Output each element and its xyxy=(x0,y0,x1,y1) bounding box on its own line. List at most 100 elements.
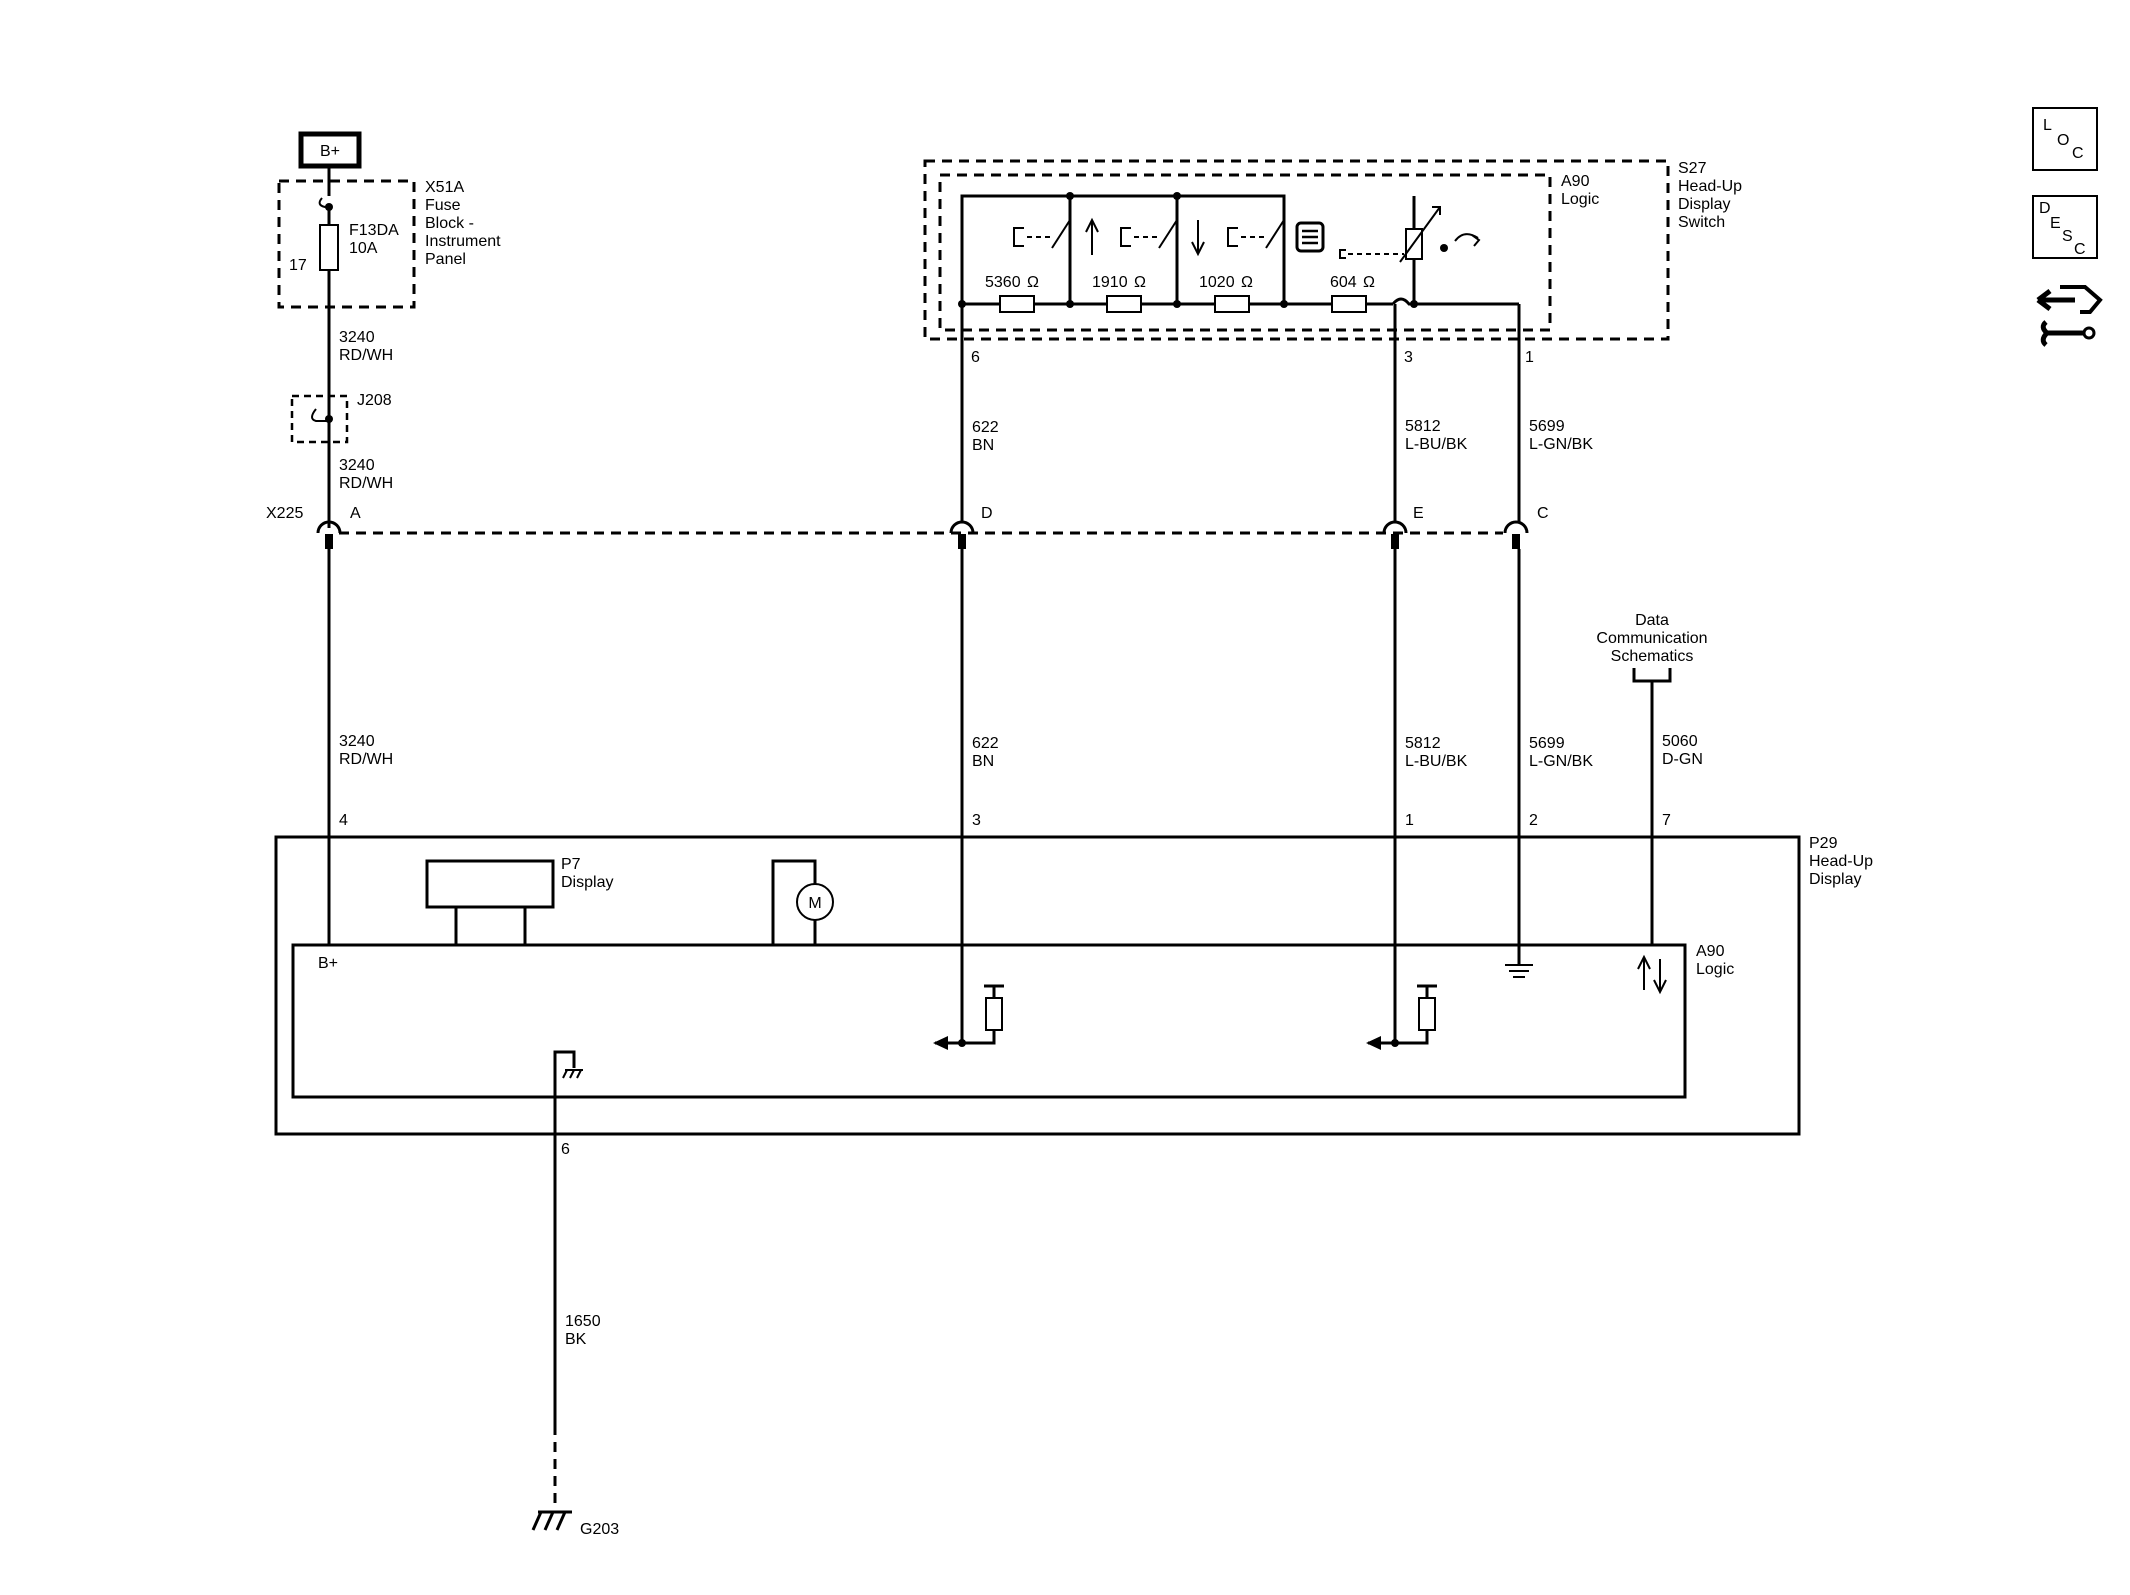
desc-letter-s: S xyxy=(2062,228,2073,245)
splice-id: J208 xyxy=(357,392,392,409)
fuse-block-name-3: Block - xyxy=(425,215,474,232)
switch-name-3: Display xyxy=(1678,196,1730,213)
hud-pin-2: 2 xyxy=(1529,812,1538,829)
wire-5812-color-2: L-BU/BK xyxy=(1405,753,1468,770)
splice-j208: J208 xyxy=(290,392,392,444)
hud-pin-4: 4 xyxy=(339,812,348,829)
pull-up-622 xyxy=(933,984,1004,1050)
switch-name-1: S27 xyxy=(1678,160,1707,177)
switch-pin-1: 1 xyxy=(1525,349,1534,366)
desc-letter-d: D xyxy=(2039,200,2051,217)
loc-button[interactable]: L O C xyxy=(2032,107,2098,171)
arrow-up-icon xyxy=(1085,217,1099,255)
resistor-4 xyxy=(1331,295,1367,313)
wire-5812-color-1: L-BU/BK xyxy=(1405,436,1468,453)
switch-logic-2: Logic xyxy=(1561,191,1599,208)
wire-5699-color-1: L-GN/BK xyxy=(1529,436,1593,453)
ground-id: G203 xyxy=(580,1521,619,1538)
wire-5060-color: D-GN xyxy=(1662,751,1703,768)
hud-pin-7: 7 xyxy=(1662,812,1671,829)
wire-5812-circuit-1: 5812 xyxy=(1405,418,1441,435)
data-comm-line-2: Communication xyxy=(1596,630,1707,647)
fuse-rating: 10A xyxy=(349,240,378,257)
resistor-ohm-2: Ω xyxy=(1134,274,1146,291)
resistor-value-4: 604 xyxy=(1330,274,1357,291)
wire-3240-color-2: RD/WH xyxy=(339,475,393,492)
resistor-2 xyxy=(1106,295,1142,313)
connector-wrench-icon[interactable] xyxy=(2036,285,2103,347)
wire-622-color-2: BN xyxy=(972,753,994,770)
wire-5060-circuit: 5060 xyxy=(1662,733,1698,750)
fuse-block-pin: 17 xyxy=(289,257,307,274)
brightness-curve-icon xyxy=(1454,233,1481,247)
arrow-left-icon xyxy=(1366,1036,1381,1050)
hud-bplus-label: B+ xyxy=(318,955,338,972)
power-label: B+ xyxy=(320,143,340,160)
fuse-block-name-5: Panel xyxy=(425,251,466,268)
connector-id: X225 xyxy=(266,505,303,522)
ground-icon xyxy=(531,1510,572,1531)
loc-letter-c: C xyxy=(2072,145,2084,162)
display-p7: P7 Display xyxy=(425,856,613,945)
desc-letter-c: C xyxy=(2074,241,2086,258)
pull-up-5812 xyxy=(1366,984,1437,1050)
bidirectional-data-icon xyxy=(1637,954,1667,995)
ground-g203: G203 xyxy=(531,1510,619,1538)
fuse-block-name-4: Instrument xyxy=(425,233,501,250)
switch-logic-1: A90 xyxy=(1561,173,1590,190)
hud-name-2: Head-Up xyxy=(1809,853,1873,870)
connector-pin-a: A xyxy=(350,505,361,522)
resistor-ohm-1: Ω xyxy=(1027,274,1039,291)
connector-x225: X225 A D E C xyxy=(266,505,1549,549)
hud-name-3: Display xyxy=(1809,871,1861,888)
display-name-1: P7 xyxy=(561,856,581,873)
motor-label: M xyxy=(808,895,821,912)
wire-622-color-1: BN xyxy=(972,437,994,454)
wire-622-circuit-1: 622 xyxy=(972,419,999,436)
chassis-ground-icon xyxy=(553,1050,583,1134)
fuse-id: F13DA xyxy=(349,222,399,239)
arrow-left-icon xyxy=(933,1036,948,1050)
motor: M xyxy=(771,859,834,945)
fuse-block-name-1: X51A xyxy=(425,179,464,196)
connector-pin-d: D xyxy=(981,505,993,522)
wire-622-circuit-2: 622 xyxy=(972,735,999,752)
wire-1650-color: BK xyxy=(565,1331,587,1348)
hud-pin-1: 1 xyxy=(1405,812,1414,829)
resistor-3 xyxy=(1214,295,1250,313)
hud-pin-6: 6 xyxy=(561,1141,570,1158)
desc-letter-e: E xyxy=(2050,215,2061,232)
wire-3240-color-3: RD/WH xyxy=(339,751,393,768)
head-up-display-p29: P29 Head-Up Display 4 3 1 2 7 6 P7 Displ… xyxy=(274,812,1873,1158)
wire-3240-circuit-3: 3240 xyxy=(339,733,375,750)
resistor-value-2: 1910 xyxy=(1092,274,1128,291)
switch-name-4: Switch xyxy=(1678,214,1725,231)
resistor-value-1: 5360 xyxy=(985,274,1021,291)
switch-name-2: Head-Up xyxy=(1678,178,1742,195)
fuse-block: 17 F13DA 10A X51A Fuse Block - Instrumen… xyxy=(277,179,501,309)
connector-pin-c: C xyxy=(1537,505,1549,522)
loc-letter-o: O xyxy=(2057,132,2069,149)
wire-3240-circuit-2: 3240 xyxy=(339,457,375,474)
battery-power-source: B+ xyxy=(298,131,362,169)
data-comm-line-3: Schematics xyxy=(1611,648,1694,665)
data-comm-line-1: Data xyxy=(1635,612,1669,629)
wire-1650-circuit: 1650 xyxy=(565,1313,601,1330)
fuse-block-name-2: Fuse xyxy=(425,197,461,214)
switch-module-s27: S27 Head-Up Display Switch A90 Logic 536… xyxy=(923,159,1742,366)
resistor-ohm-3: Ω xyxy=(1241,274,1253,291)
wire-5699-color-2: L-GN/BK xyxy=(1529,753,1593,770)
data-communication-reference[interactable]: Data Communication Schematics xyxy=(1596,612,1708,683)
hud-logic-2: Logic xyxy=(1696,961,1734,978)
wire-5812-circuit-2: 5812 xyxy=(1405,735,1441,752)
desc-button[interactable]: D E S C xyxy=(2032,195,2098,259)
connector-pin-e: E xyxy=(1413,505,1424,522)
hud-logic-1: A90 xyxy=(1696,943,1725,960)
menu-icon xyxy=(1295,221,1325,253)
switch-pin-3: 3 xyxy=(1404,349,1413,366)
wire-3240-color-1: RD/WH xyxy=(339,347,393,364)
wire-5699-circuit-1: 5699 xyxy=(1529,418,1565,435)
switch-pin-6: 6 xyxy=(971,349,980,366)
fuse-f13da xyxy=(319,224,339,271)
